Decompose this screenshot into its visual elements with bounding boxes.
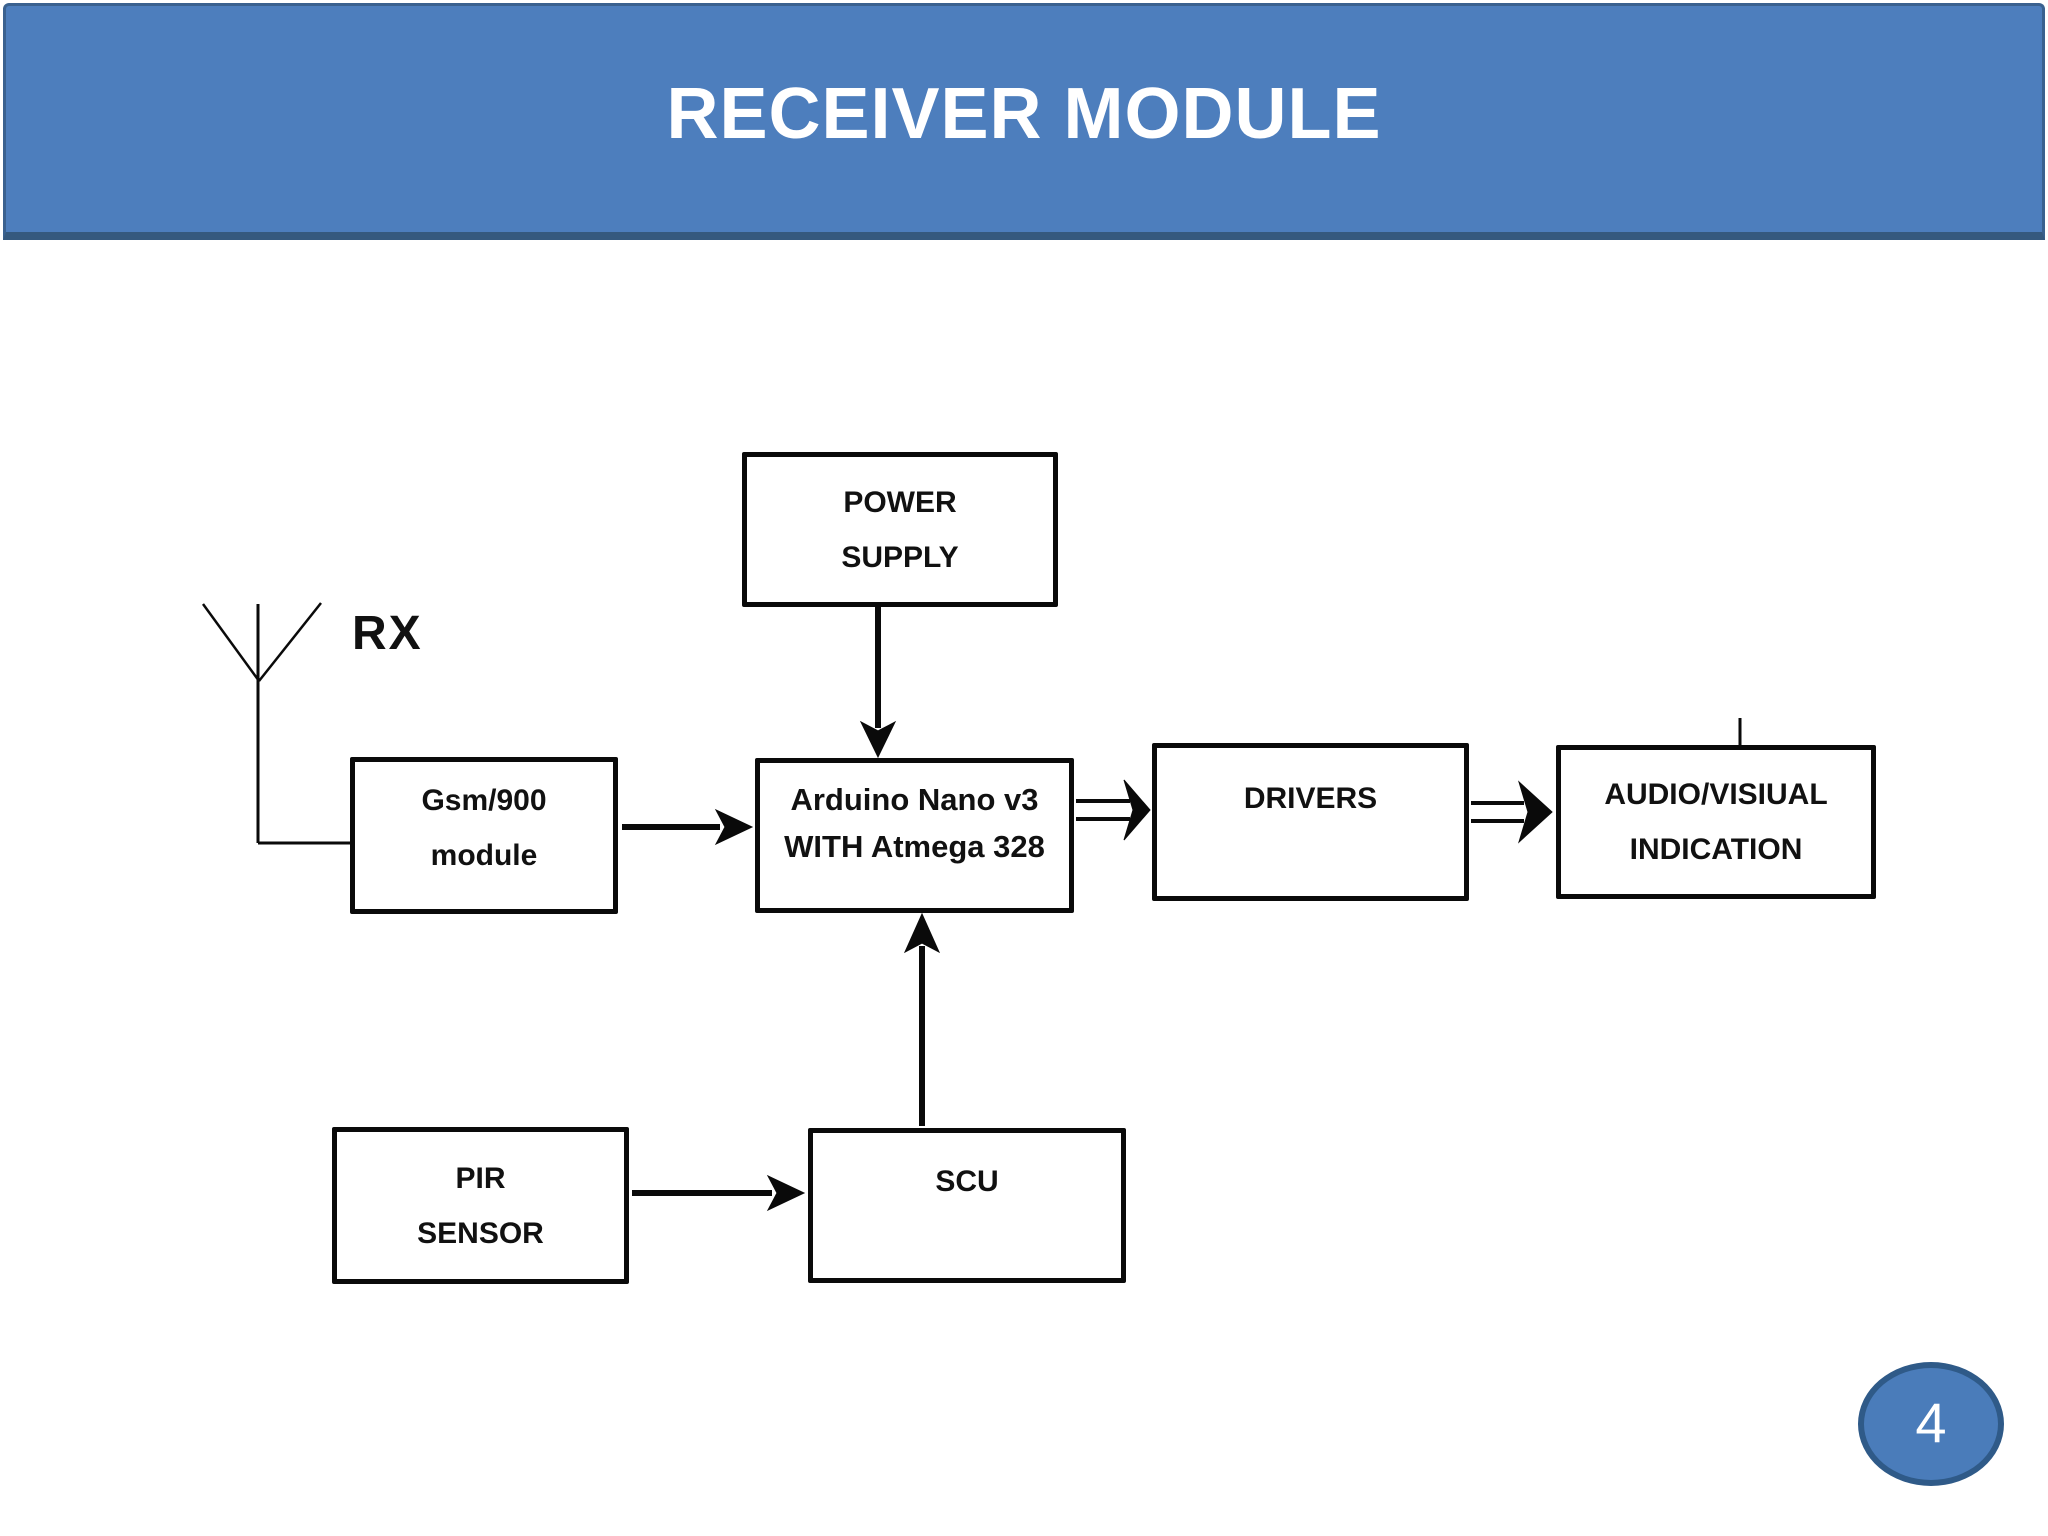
box-label-line: POWER (843, 485, 957, 519)
box-label-line: Gsm/900 (421, 783, 547, 817)
box-label-line: PIR (455, 1161, 506, 1195)
box-audio-visual-indication: AUDIO/VISIUAL INDICATION (1556, 745, 1876, 899)
box-label-line: DRIVERS (1243, 781, 1378, 815)
box-label-line: SENSOR (417, 1216, 544, 1250)
box-gsm-900-module: Gsm/900 module (350, 757, 618, 914)
box-label-line: WITH Atmega 328 (784, 828, 1045, 864)
box-arduino-nano: Arduino Nano v3 WITH Atmega 328 (755, 758, 1074, 913)
connector-group (201, 602, 1742, 1212)
arrow-arduino-to-drivers (1076, 779, 1151, 841)
box-label-line: INDICATION (1629, 833, 1803, 866)
box-scu: SCU (808, 1128, 1126, 1283)
arrow-power-to-arduino (859, 607, 897, 759)
box-label-line: Arduino Nano v3 (790, 781, 1039, 817)
antenna-label: RX (352, 607, 423, 660)
rx-antenna-icon (201, 602, 352, 845)
box-label-line: SUPPLY (841, 540, 959, 574)
title-bar: RECEIVER MODULE (3, 3, 2045, 240)
arrow-scu-to-arduino (903, 912, 941, 1126)
arrow-gsm-to-arduino (622, 808, 754, 846)
arrow-drivers-to-audio (1471, 780, 1553, 844)
box-label-line: AUDIO/VISIUAL (1604, 778, 1828, 811)
box-label-line: SCU (935, 1165, 999, 1198)
box-label-line: module (430, 838, 538, 872)
slide-title: RECEIVER MODULE (666, 74, 1382, 154)
arrow-pir-to-scu (632, 1174, 806, 1212)
box-power-supply: POWER SUPPLY (742, 452, 1058, 607)
box-pir-sensor: PIR SENSOR (332, 1127, 629, 1284)
box-drivers: DRIVERS (1152, 743, 1469, 901)
page-number-badge: 4 (1858, 1362, 2004, 1486)
page-number: 4 (1915, 1390, 1947, 1454)
